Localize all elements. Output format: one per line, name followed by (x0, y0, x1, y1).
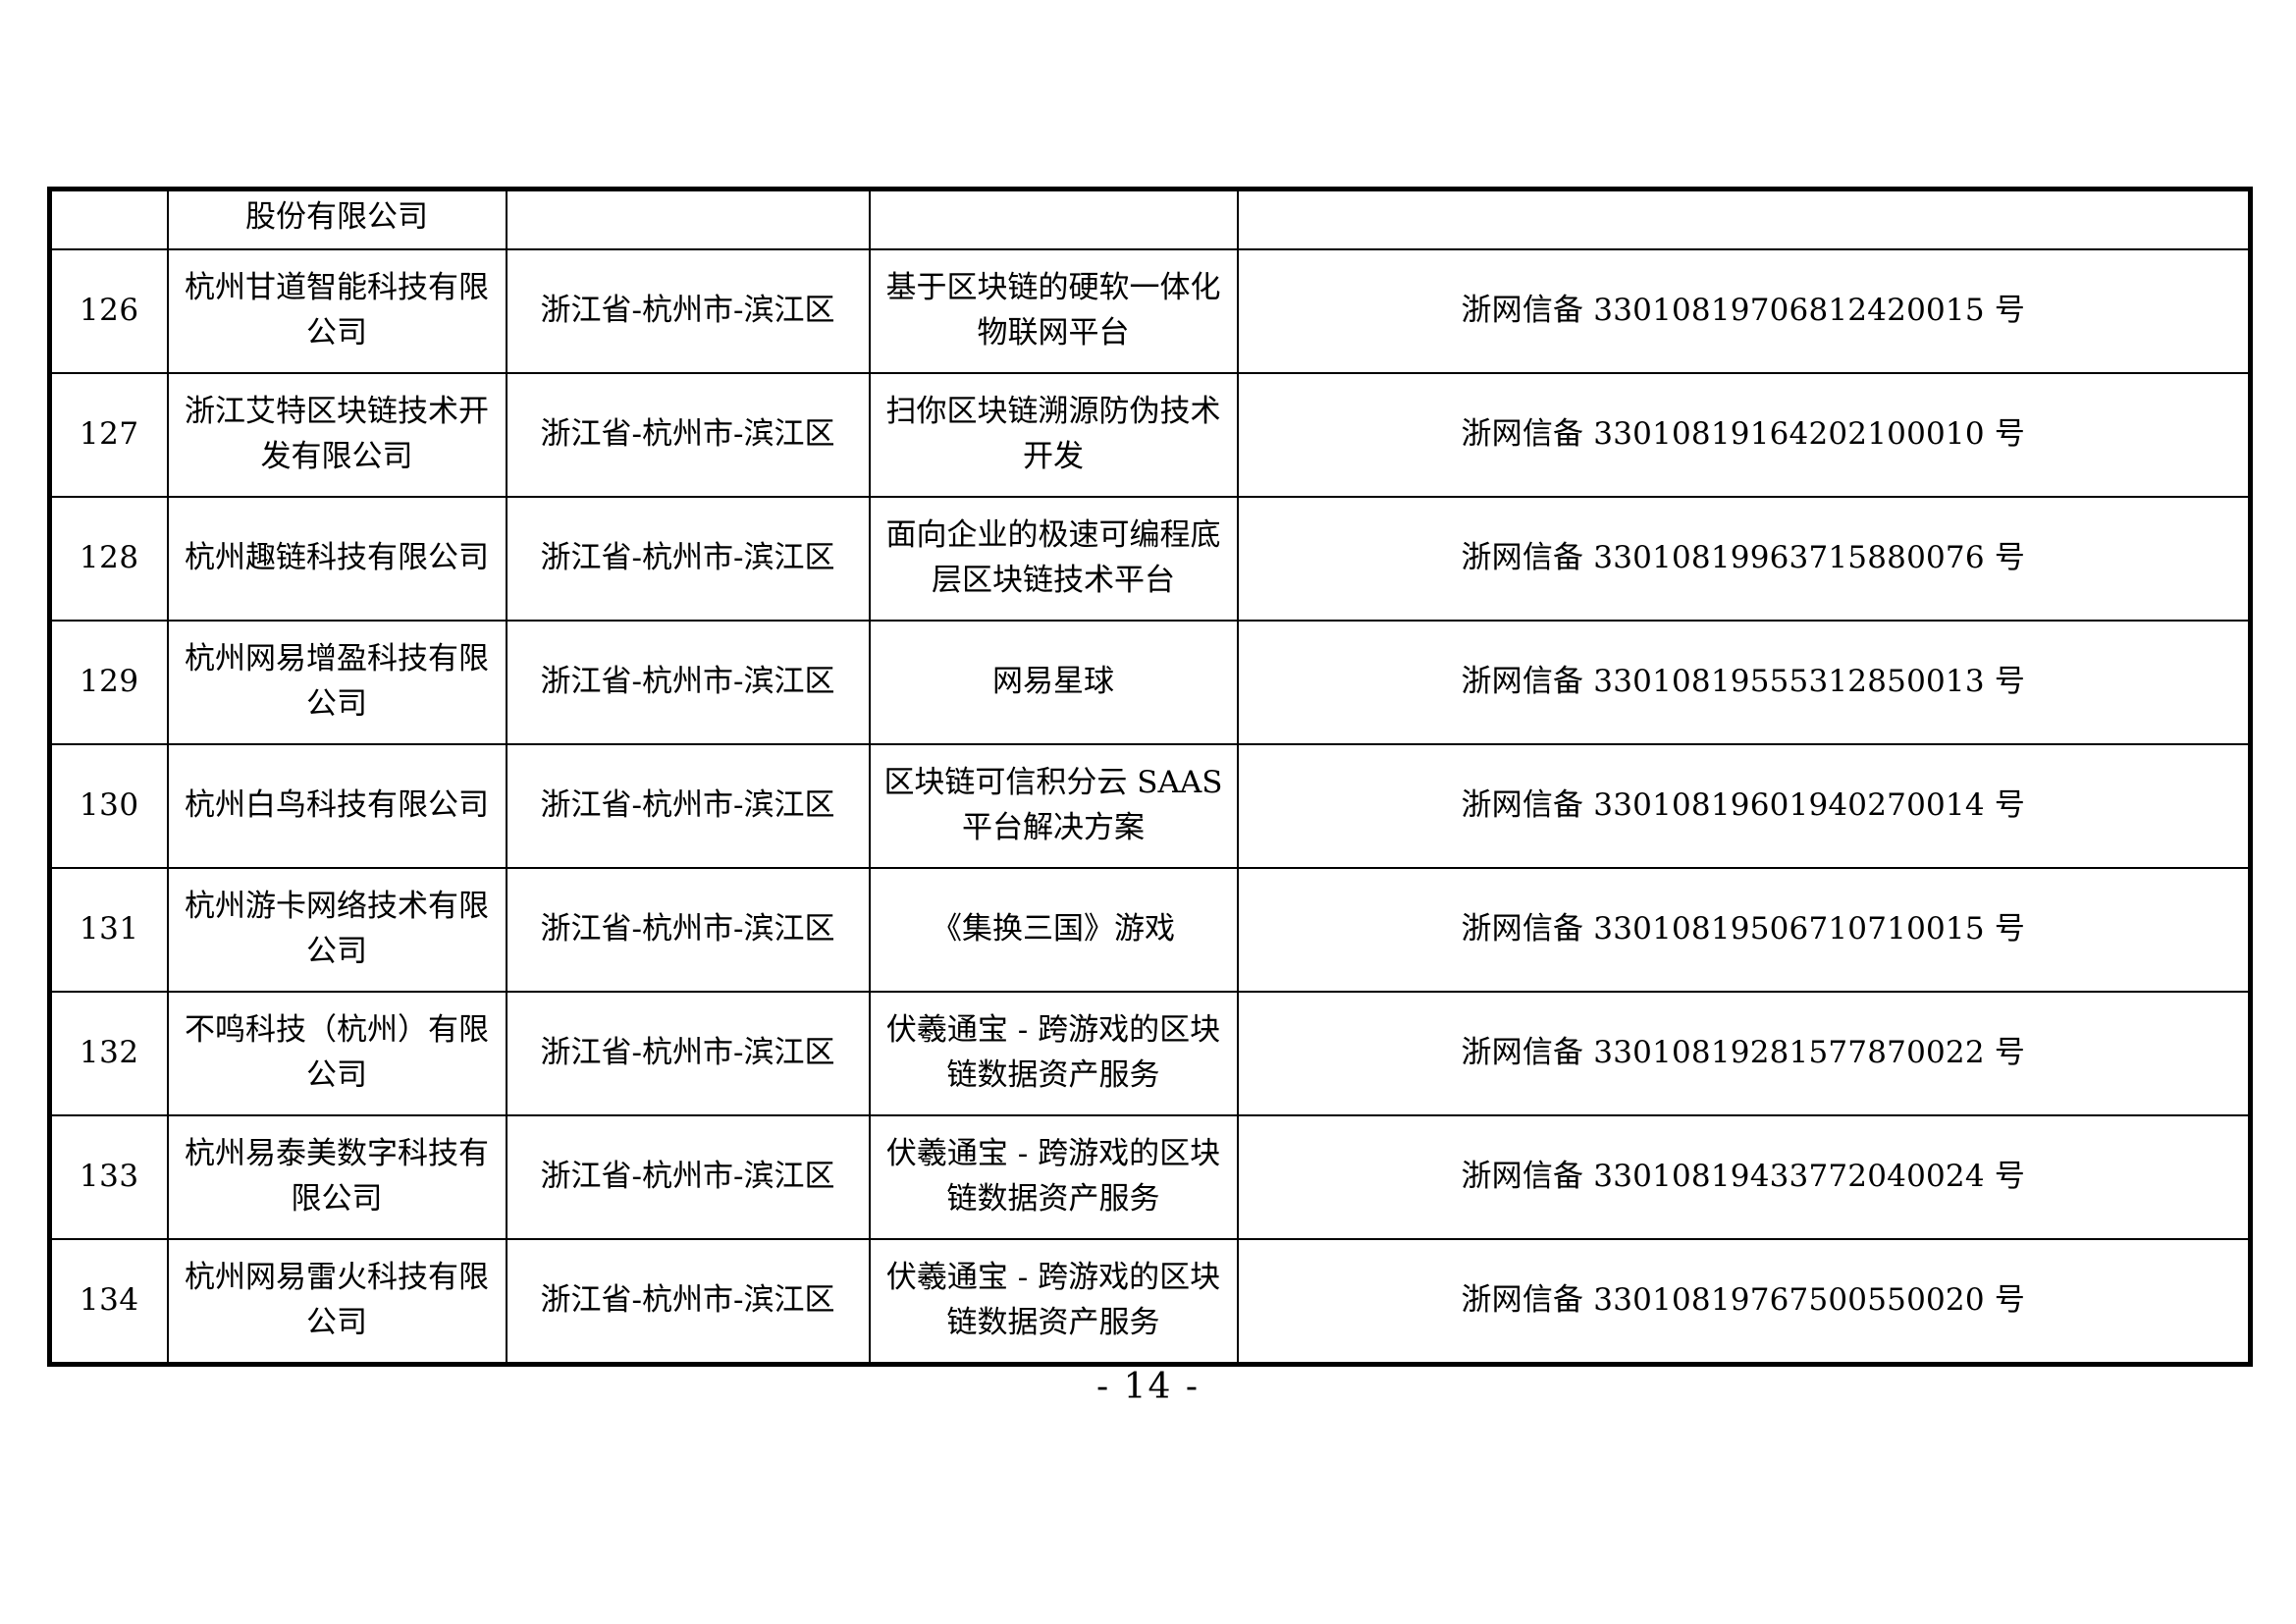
row-service-name (868, 188, 1239, 250)
row-service-name: 基于区块链的硬软一体化物联网平台 (868, 248, 1239, 374)
table-row-continuation: 股份有限公司 (48, 188, 2252, 250)
row-company-name: 杭州游卡网络技术有限公司 (166, 867, 507, 993)
row-location: 浙江省-杭州市-滨江区 (505, 372, 871, 498)
row-index (48, 188, 169, 250)
table-row: 131 杭州游卡网络技术有限公司 浙江省-杭州市-滨江区 《集换三国》游戏 浙网… (48, 867, 2252, 993)
row-location: 浙江省-杭州市-滨江区 (505, 867, 871, 993)
row-company-name: 杭州白鸟科技有限公司 (166, 743, 507, 869)
row-registration-number: 浙网信备 33010819706812420015 号 (1236, 248, 2252, 374)
row-index: 134 (48, 1238, 169, 1366)
row-company-name: 股份有限公司 (166, 188, 507, 250)
row-service-name: 网易星球 (868, 620, 1239, 745)
row-index: 126 (48, 248, 169, 374)
filing-table-body: 股份有限公司 126 杭州甘道智能科技有限公司 浙江省-杭州市-滨江区 基于区块… (48, 188, 2252, 1366)
row-location: 浙江省-杭州市-滨江区 (505, 496, 871, 622)
row-index: 128 (48, 496, 169, 622)
row-registration-number: 浙网信备 33010819767500550020 号 (1236, 1238, 2252, 1366)
filing-table-container: 股份有限公司 126 杭州甘道智能科技有限公司 浙江省-杭州市-滨江区 基于区块… (47, 187, 2253, 1367)
row-company-name: 杭州网易增盈科技有限公司 (166, 620, 507, 745)
table-row: 129 杭州网易增盈科技有限公司 浙江省-杭州市-滨江区 网易星球 浙网信备 3… (48, 620, 2252, 745)
table-row: 132 不鸣科技（杭州）有限公司 浙江省-杭州市-滨江区 伏羲通宝 - 跨游戏的… (48, 991, 2252, 1116)
row-index: 129 (48, 620, 169, 745)
table-row: 133 杭州易泰美数字科技有限公司 浙江省-杭州市-滨江区 伏羲通宝 - 跨游戏… (48, 1114, 2252, 1240)
row-location: 浙江省-杭州市-滨江区 (505, 620, 871, 745)
row-service-name: 伏羲通宝 - 跨游戏的区块链数据资产服务 (868, 991, 1239, 1116)
row-service-name: 《集换三国》游戏 (868, 867, 1239, 993)
row-company-name: 杭州趣链科技有限公司 (166, 496, 507, 622)
row-service-name: 伏羲通宝 - 跨游戏的区块链数据资产服务 (868, 1238, 1239, 1366)
row-service-name: 面向企业的极速可编程底层区块链技术平台 (868, 496, 1239, 622)
row-registration-number: 浙网信备 33010819555312850013 号 (1236, 620, 2252, 745)
table-row: 126 杭州甘道智能科技有限公司 浙江省-杭州市-滨江区 基于区块链的硬软一体化… (48, 248, 2252, 374)
table-row: 128 杭州趣链科技有限公司 浙江省-杭州市-滨江区 面向企业的极速可编程底层区… (48, 496, 2252, 622)
row-location: 浙江省-杭州市-滨江区 (505, 1114, 871, 1240)
row-registration-number: 浙网信备 33010819281577870022 号 (1236, 991, 2252, 1116)
row-index: 127 (48, 372, 169, 498)
row-company-name: 杭州甘道智能科技有限公司 (166, 248, 507, 374)
row-service-name: 伏羲通宝 - 跨游戏的区块链数据资产服务 (868, 1114, 1239, 1240)
row-service-name: 区块链可信积分云 SAAS 平台解决方案 (868, 743, 1239, 869)
row-location: 浙江省-杭州市-滨江区 (505, 1238, 871, 1366)
row-registration-number: 浙网信备 33010819164202100010 号 (1236, 372, 2252, 498)
table-row: 134 杭州网易雷火科技有限公司 浙江省-杭州市-滨江区 伏羲通宝 - 跨游戏的… (48, 1238, 2252, 1366)
row-location: 浙江省-杭州市-滨江区 (505, 743, 871, 869)
filing-table: 股份有限公司 126 杭州甘道智能科技有限公司 浙江省-杭州市-滨江区 基于区块… (47, 187, 2253, 1367)
row-index: 132 (48, 991, 169, 1116)
page-number-footer: - 14 - (1095, 1367, 1201, 1407)
row-index: 130 (48, 743, 169, 869)
row-location: 浙江省-杭州市-滨江区 (505, 248, 871, 374)
row-index: 131 (48, 867, 169, 993)
row-company-name: 不鸣科技（杭州）有限公司 (166, 991, 507, 1116)
row-location: 浙江省-杭州市-滨江区 (505, 991, 871, 1116)
row-registration-number: 浙网信备 33010819433772040024 号 (1236, 1114, 2252, 1240)
row-company-name: 杭州网易雷火科技有限公司 (166, 1238, 507, 1366)
row-company-name: 杭州易泰美数字科技有限公司 (166, 1114, 507, 1240)
row-registration-number: 浙网信备 33010819601940270014 号 (1236, 743, 2252, 869)
table-row: 127 浙江艾特区块链技术开发有限公司 浙江省-杭州市-滨江区 扫你区块链溯源防… (48, 372, 2252, 498)
row-index: 133 (48, 1114, 169, 1240)
row-registration-number: 浙网信备 33010819506710710015 号 (1236, 867, 2252, 993)
row-location (505, 188, 871, 250)
table-row: 130 杭州白鸟科技有限公司 浙江省-杭州市-滨江区 区块链可信积分云 SAAS… (48, 743, 2252, 869)
row-registration-number (1236, 188, 2252, 250)
row-registration-number: 浙网信备 33010819963715880076 号 (1236, 496, 2252, 622)
row-service-name: 扫你区块链溯源防伪技术开发 (868, 372, 1239, 498)
row-company-name: 浙江艾特区块链技术开发有限公司 (166, 372, 507, 498)
